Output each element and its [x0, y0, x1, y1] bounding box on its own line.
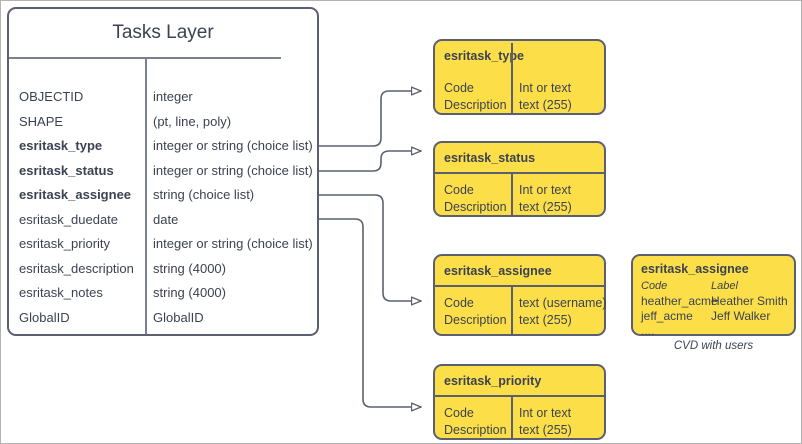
domain-code-type: Int or text — [519, 81, 572, 95]
domain-code-label: Code — [444, 81, 474, 95]
field-name: SHAPE — [19, 113, 64, 129]
table-row[interactable]: GlobalID GlobalID — [9, 306, 317, 331]
table-row: Code Int or text — [435, 80, 604, 97]
table-row[interactable]: esritask_assignee string (choice list) — [9, 183, 317, 208]
domain-code-label: Code — [444, 406, 474, 420]
domain-column-divider — [511, 172, 513, 215]
domain-box-title: esritask_priority — [444, 374, 542, 388]
domain-box-esritask-priority[interactable]: esritask_priority Code Int or text Descr… — [433, 364, 606, 440]
domain-box-esritask-status[interactable]: esritask_status Code Int or text Descrip… — [433, 141, 606, 217]
table-row: Code text (username) — [435, 295, 607, 312]
domain-box-esritask-assignee[interactable]: esritask_assignee Code text (username) D… — [433, 254, 607, 336]
cvd-code: .... — [641, 324, 655, 338]
domain-title-divider — [435, 395, 604, 397]
table-row[interactable]: SHAPE (pt, line, poly) — [9, 110, 317, 135]
cvd-header-code: Code — [641, 280, 668, 292]
field-type: integer or string (choice list) — [153, 162, 313, 178]
domain-description-label: Description — [444, 423, 507, 437]
connector-assignee — [318, 194, 422, 301]
field-name: OBJECTID — [19, 89, 84, 104]
field-type: string (choice list) — [153, 187, 255, 202]
list-item: .... — [633, 324, 794, 339]
domain-box-title: esritask_type — [444, 49, 524, 63]
table-row: Description text (255) — [435, 97, 604, 114]
domain-box-title: esritask_assignee — [444, 264, 552, 278]
field-name: GlobalID — [19, 309, 70, 325]
field-name: esritask_description — [19, 260, 134, 276]
field-type: GlobalID — [153, 309, 204, 325]
list-item: heather_acme Heather Smith — [633, 294, 794, 309]
domain-description-type: text (255) — [519, 200, 572, 214]
column-divider — [145, 57, 147, 334]
domain-description-label: Description — [444, 200, 507, 214]
table-row[interactable]: esritask_priority integer or string (cho… — [9, 232, 317, 257]
tasks-layer-entity[interactable]: Tasks Layer OBJECTID integer SHAPE (pt, … — [7, 7, 319, 336]
field-type: integer or string (choice list) — [153, 138, 313, 153]
cvd-rows: Code Label heather_acme Heather Smith je… — [633, 279, 794, 339]
domain-box-esritask-type[interactable]: esritask_type Code Int or text Descripti… — [433, 39, 606, 115]
domain-box-body: Code Int or text Description text (255) — [435, 70, 604, 113]
cvd-caption: CVD with users — [673, 340, 754, 352]
domain-code-label: Code — [444, 183, 474, 197]
field-name: esritask_duedate — [19, 211, 119, 227]
domain-title-divider — [435, 172, 604, 174]
domain-box-body: Code Int or text Description text (255) — [435, 172, 604, 215]
table-row[interactable]: OBJECTID integer — [9, 85, 317, 110]
domain-column-divider — [511, 395, 513, 438]
cvd-user-list-box[interactable]: esritask_assignee Code Label heather_acm… — [631, 254, 796, 339]
domain-description-label: Description — [444, 313, 507, 327]
domain-box-body: Code Int or text Description text (255) — [435, 395, 604, 438]
field-type: integer or string (choice list) — [153, 236, 313, 251]
field-type: string (4000) — [153, 285, 226, 300]
page-title: Tasks Layer — [112, 22, 214, 43]
domain-code-type: Int or text — [519, 183, 572, 197]
cvd-header-row: Code Label — [633, 279, 794, 294]
table-row: Description text (255) — [435, 199, 604, 216]
field-type: integer — [153, 89, 193, 104]
cvd-code: heather_acme — [641, 294, 718, 308]
connector-type — [318, 91, 422, 147]
connector-priority — [318, 218, 422, 407]
table-row[interactable]: esritask_duedate date — [9, 208, 317, 233]
domain-description-type: text (255) — [519, 98, 572, 112]
domain-description-type: text (255) — [519, 313, 572, 327]
table-row[interactable]: esritask_status integer or string (choic… — [9, 159, 317, 184]
table-row: Code Int or text — [435, 182, 604, 199]
cvd-label: Heather Smith — [711, 294, 788, 308]
domain-box-title: esritask_status — [444, 151, 536, 165]
table-row[interactable]: esritask_notes string (4000) — [9, 281, 317, 306]
field-name: esritask_notes — [19, 285, 103, 300]
field-type: (pt, line, poly) — [153, 113, 232, 129]
field-name: esritask_type — [19, 138, 103, 153]
domain-title-divider — [435, 285, 604, 287]
domain-column-divider — [511, 285, 513, 334]
domain-description-label: Description — [444, 98, 507, 112]
table-row[interactable]: esritask_type integer or string (choice … — [9, 134, 317, 159]
domain-column-divider — [511, 43, 513, 113]
domain-box-body: Code text (username) Description text (2… — [435, 285, 607, 334]
table-row: Description text (255) — [435, 312, 604, 329]
domain-code-type: text (username) — [519, 296, 607, 310]
cvd-header-label: Label — [711, 280, 738, 292]
domain-description-type: text (255) — [519, 423, 572, 437]
table-row: Code Int or text — [435, 405, 604, 422]
field-name: esritask_priority — [19, 236, 111, 251]
field-name: esritask_status — [19, 162, 114, 178]
cvd-code: jeff_acme — [641, 309, 693, 323]
list-item: jeff_acme Jeff Walker — [633, 309, 794, 324]
domain-code-label: Code — [444, 296, 474, 310]
cvd-title: esritask_assignee — [641, 262, 749, 276]
field-type: date — [153, 211, 179, 227]
table-row: Description text (255) — [435, 422, 604, 439]
table-row[interactable]: esritask_description string (4000) — [9, 257, 317, 282]
field-name: esritask_assignee — [19, 187, 132, 202]
field-type: string (4000) — [153, 260, 226, 276]
connector-status — [318, 151, 422, 172]
domain-code-type: Int or text — [519, 406, 572, 420]
cvd-label: Jeff Walker — [711, 309, 771, 323]
field-list: OBJECTID integer SHAPE (pt, line, poly) … — [9, 57, 317, 334]
